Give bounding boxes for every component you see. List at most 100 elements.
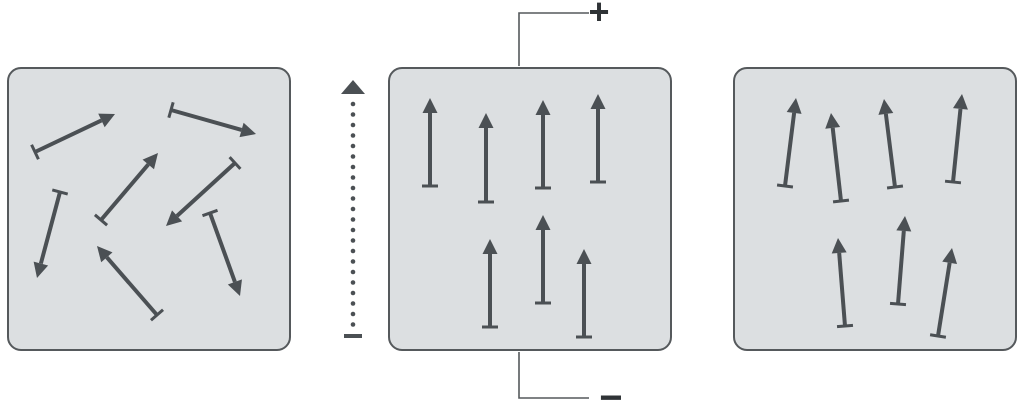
dipole-tail (93, 213, 109, 227)
dipole-aligned (590, 94, 606, 184)
dipole-aligned (478, 113, 494, 204)
dipole-tail (149, 308, 165, 322)
dipole-arrowhead (98, 113, 115, 128)
dipole-arrowhead (953, 94, 968, 110)
field-dot (350, 122, 356, 128)
positive-sign: + (588, 0, 609, 32)
dipole-shaft (38, 191, 62, 265)
up-arrow-icon (341, 80, 365, 94)
dipole-shaft (883, 113, 897, 188)
dipole-shaft (896, 230, 906, 305)
field-dot (350, 196, 356, 201)
field-dot (350, 227, 356, 233)
dipole-shaft (783, 112, 797, 187)
field-dot (350, 280, 356, 285)
dipole-tail (167, 101, 175, 119)
dipole-arrowhead (942, 248, 958, 264)
dipole-shaft (951, 108, 963, 183)
dipole-tail (832, 198, 850, 204)
dipole-shaft (208, 212, 237, 283)
field-dot (350, 175, 356, 180)
field-dot (350, 238, 356, 243)
dipole-relaxed (825, 113, 850, 204)
dipole-arrowhead (239, 122, 256, 138)
field-dot (350, 290, 356, 296)
panel-relaxed (733, 67, 1017, 351)
field-dot (350, 301, 356, 306)
panel-aligned-box (388, 67, 672, 351)
dipole-tail (836, 323, 854, 329)
dipole-tail (889, 301, 907, 307)
dipole-relaxed (831, 238, 854, 329)
dipole-arrowhead (878, 99, 894, 115)
dipole-shaft (105, 256, 159, 317)
dipole-arrowhead (227, 279, 242, 296)
dipole-shaft (34, 118, 103, 154)
dipole-tail (30, 144, 40, 160)
dipole-random (166, 156, 242, 226)
dipole-group-random (30, 101, 256, 322)
dipole-random (30, 113, 115, 160)
dipole-arrowhead (142, 153, 158, 170)
field-dot (350, 154, 356, 159)
dipole-arrowhead (535, 215, 551, 230)
dipole-relaxed (878, 99, 904, 190)
field-dot (350, 311, 356, 317)
dipole-shaft (175, 161, 237, 218)
dipole-shaft (170, 108, 243, 132)
dipole-arrowhead (576, 249, 592, 264)
dipole-arrowhead (33, 261, 49, 278)
panel-random-box (7, 67, 291, 351)
panel-aligned: + − (388, 0, 672, 407)
field-base-bar (344, 334, 362, 338)
dipole-arrowhead (482, 239, 498, 254)
dipole-tail (886, 184, 904, 190)
dipole-relaxed (776, 98, 802, 189)
dipole-arrowhead (478, 113, 494, 128)
dipole-arrowhead (97, 246, 113, 263)
field-dot (350, 133, 356, 138)
dipole-tail (51, 188, 69, 196)
dipole-aligned (576, 249, 592, 339)
dipole-relaxed (944, 94, 968, 185)
dipole-shaft (830, 127, 843, 202)
dipole-relaxed (889, 216, 912, 307)
dipole-random (93, 153, 158, 227)
dipole-aligned (422, 98, 438, 188)
dipole-random (33, 188, 69, 278)
dipole-arrowhead (166, 210, 183, 226)
dipole-tail (228, 156, 242, 170)
bottom-electrode-wire (518, 352, 589, 399)
dipole-random (201, 208, 242, 296)
panel-relaxed-box (733, 67, 1017, 351)
top-electrode-wire (518, 12, 589, 66)
negative-sign: − (599, 376, 622, 407)
dipole-arrowhead (825, 113, 841, 129)
dipole-tail (929, 333, 947, 339)
panel-random (7, 67, 291, 351)
dipole-arrowhead (786, 98, 802, 114)
field-dot (350, 164, 356, 170)
dipole-shaft (99, 163, 150, 222)
field-dot (350, 259, 356, 264)
dipole-tail (776, 183, 794, 189)
dipole-random (167, 101, 256, 138)
field-dot (350, 248, 356, 254)
dipole-arrowhead (535, 100, 551, 115)
dipole-shaft (936, 262, 952, 337)
field-dot (350, 112, 356, 117)
field-dot (350, 206, 356, 212)
dipole-arrowhead (896, 216, 912, 232)
field-dot (350, 143, 356, 149)
dipole-random (97, 246, 165, 322)
dipole-group-relaxed (776, 94, 968, 339)
dipole-aligned (535, 215, 551, 305)
dipole-group-aligned (422, 94, 606, 339)
dipole-aligned (482, 239, 498, 329)
field-direction-indicator (341, 80, 365, 338)
dipole-tail (944, 179, 962, 185)
dipole-arrowhead (590, 94, 606, 109)
dipole-tail (201, 208, 219, 218)
field-dot (350, 217, 356, 222)
